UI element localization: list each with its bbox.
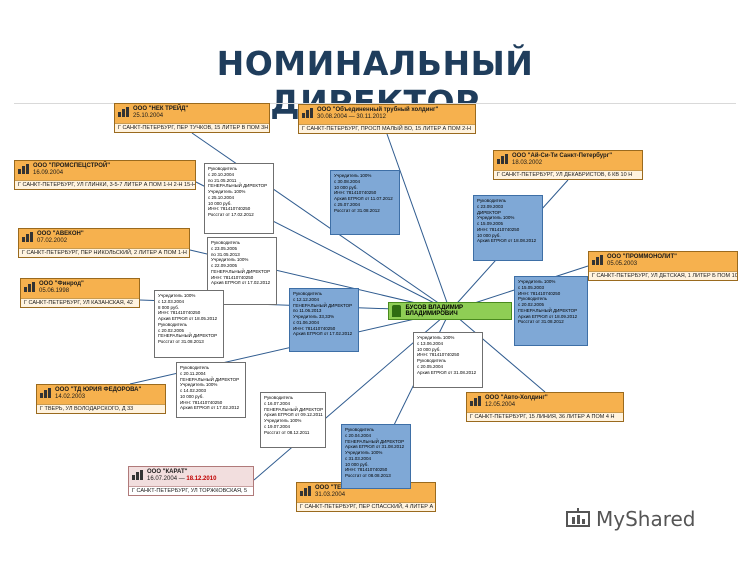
factory-icon <box>40 388 52 398</box>
org-node[interactable]: ООО "ТД ЮРИЯ ФЕДОРОВА"14.02.2003 Г ТВЕРЬ… <box>36 384 166 414</box>
org-node[interactable]: ООО "ПРОММОНОЛИТ"05.05.2003 Г САНКТ-ПЕТЕ… <box>588 251 738 281</box>
person-icon <box>392 305 402 317</box>
org-address: Г САНКТ-ПЕТЕРБУРГ, ПРОСП МАЛЫЙ ВО, 15 ЛИ… <box>299 124 475 133</box>
factory-icon <box>302 108 314 118</box>
org-node[interactable]: ООО "Авто-Холдинг"12.05.2004 Г САНКТ-ПЕТ… <box>466 392 624 422</box>
page-title: НОМИНАЛЬНЫЙ ДИРЕКТОР <box>216 44 534 122</box>
role-box: Руководитель с 16.07.2004 ГЕНЕРАЛЬНЫЙ ДИ… <box>260 392 326 448</box>
connector-line <box>191 132 451 312</box>
org-address: Г САНКТ-ПЕТЕРБУРГ, УЛ ГЛИНКИ, 3-5-7 ЛИТЕ… <box>15 180 195 189</box>
org-node[interactable]: ООО "Финрод"05.06.1998 Г САНКТ-ПЕТЕРБУРГ… <box>20 278 140 308</box>
org-node[interactable]: ООО "Объединенный трубный холдинг"30.08.… <box>298 104 476 134</box>
org-address: Г САНКТ-ПЕТЕРБУРГ, ПЕР СПАССКИЙ, 4 ЛИТЕР… <box>297 502 435 511</box>
factory-icon <box>132 470 144 480</box>
factory-icon <box>470 396 482 406</box>
myshared-logo-icon <box>566 508 590 527</box>
org-address: Г САНКТ-ПЕТЕРБУРГ, УЛ ДЕТСКАЯ, 1 ЛИТЕР Б… <box>589 271 737 280</box>
factory-icon <box>18 164 30 174</box>
factory-icon <box>497 154 509 164</box>
org-node[interactable]: ООО "ПРОМСПЕЦСТРОЙ"16.09.2004 Г САНКТ-ПЕ… <box>14 160 196 190</box>
factory-icon <box>592 255 604 265</box>
factory-icon <box>118 107 130 117</box>
org-address: Г САНКТ-ПЕТЕРБУРГ, УЛ КАЗАНСКАЯ, 42 <box>21 298 139 307</box>
factory-icon <box>24 282 36 292</box>
role-box: Учредитель 100% с 30.08.2004 10 000 руб.… <box>330 170 400 235</box>
role-box: Учредитель 100% с 12.03.2004 8 000 руб. … <box>154 290 224 358</box>
org-node[interactable]: ООО "АВЕКОН"07.02.2002 Г САНКТ-ПЕТЕРБУРГ… <box>18 228 190 258</box>
org-address: Г САНКТ-ПЕТЕРБУРГ, 15 ЛИНИЯ, 36 ЛИТЕР А … <box>467 412 623 421</box>
org-node[interactable]: ООО "ТЕКОС"31.03.2004 Г САНКТ-ПЕТЕРБУРГ,… <box>296 482 436 512</box>
org-node-liquidated[interactable]: ООО "КАРАТ"16.07.2004 — 18.12.2010 Г САН… <box>128 466 254 496</box>
role-box: Учредитель 100% с 15.05.2003 ИНН: 781410… <box>514 276 588 346</box>
factory-icon <box>300 486 312 496</box>
role-box: Руководитель с 20.11.2004 ГЕНЕРАЛЬНЫЙ ДИ… <box>176 362 246 418</box>
watermark: MyShared <box>566 507 696 531</box>
person-node[interactable]: БУСОВ ВЛАДИМИР ВЛАДИМИРОВИЧ <box>388 302 512 320</box>
role-box: Руководитель с 12.12.2004 ГЕНЕРАЛЬНЫЙ ДИ… <box>289 288 359 352</box>
org-address: Г САНКТ-ПЕТЕРБУРГ, УЛ ТОРЖКОВСКАЯ, 5 <box>129 486 253 495</box>
role-box: Учредитель 100% с 13.06.2004 10 000 руб.… <box>413 332 483 388</box>
org-address: Г САНКТ-ПЕТЕРБУРГ, ПЕР ТУЧКОВ, 15 ЛИТЕР … <box>115 123 269 132</box>
factory-icon <box>22 232 34 242</box>
role-box: Руководитель с 20.04.2004 ГЕНЕРАЛЬНЫЙ ДИ… <box>341 424 411 489</box>
org-address: Г САНКТ-ПЕТЕРБУРГ, УЛ ДЕКАБРИСТОВ, 6 КВ … <box>494 170 642 179</box>
org-address: Г ТВЕРЬ, УЛ ВОЛОДАРСКОГО, Д 33 <box>37 404 165 413</box>
org-address: Г САНКТ-ПЕТЕРБУРГ, ПЕР НИКОЛЬСКИЙ, 2 ЛИТ… <box>19 248 189 257</box>
org-node[interactable]: ООО "Ай-Си-Ти Санкт-Петербург"18.03.2002… <box>493 150 643 180</box>
connector-line <box>449 310 546 393</box>
connector-line <box>386 133 451 312</box>
title-divider <box>14 103 736 104</box>
role-box: Руководитель с 20.10.2004 по 21.05.2011 … <box>204 163 274 234</box>
role-box: Руководитель с 23.05.2005 по 31.05.2013 … <box>207 237 277 305</box>
person-name: БУСОВ ВЛАДИМИР ВЛАДИМИРОВИЧ <box>405 305 464 317</box>
role-box: Руководитель с 23.09.2003 ДИРЕКТОР Учред… <box>473 195 543 261</box>
org-node[interactable]: ООО "НЕК ТРЕЙД"25.10.2004 Г САНКТ-ПЕТЕРБ… <box>114 103 270 133</box>
